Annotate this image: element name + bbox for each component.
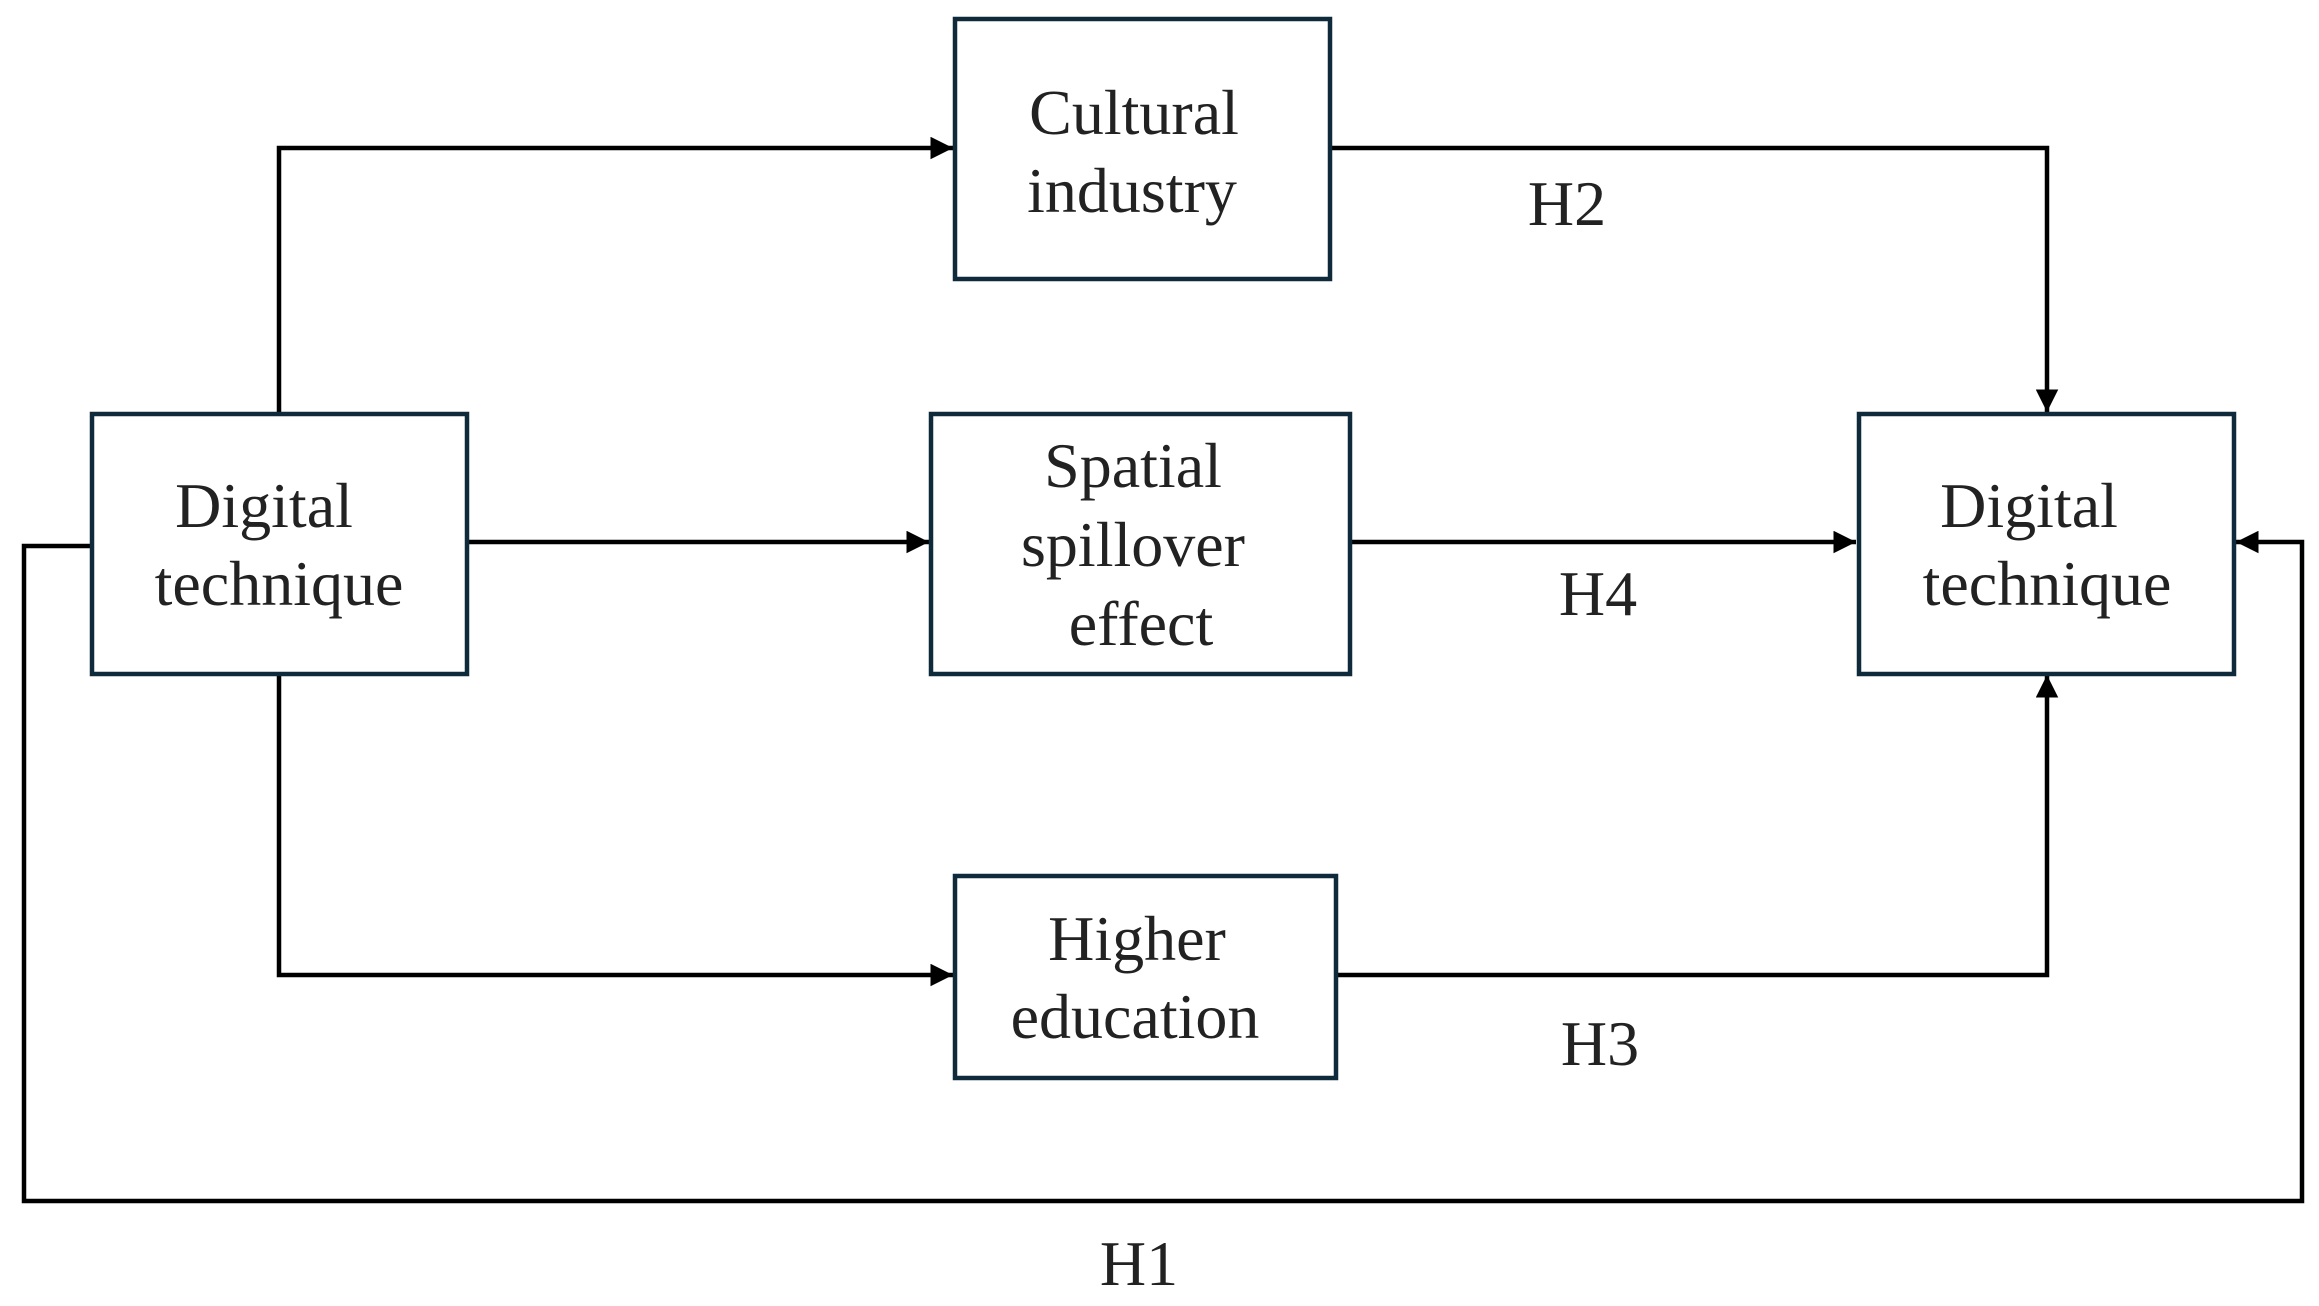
node-spatial-line-3: effect <box>1069 588 1214 659</box>
node-cultural-line-2: industry <box>1027 155 1237 226</box>
arrow-source-to-cultural <box>276 136 953 412</box>
hypothesis-h3-label: H3 <box>1561 1008 1639 1079</box>
node-source-label: Digital technique <box>155 470 404 619</box>
hypothesis-h4-label: H4 <box>1559 558 1637 629</box>
node-cultural-label: Cultural industry <box>1027 77 1255 226</box>
node-source-box <box>89 411 470 677</box>
arrow-source-to-target-direct <box>21 530 2305 1204</box>
node-source-line-2: technique <box>155 548 404 619</box>
node-spatial-line-1: Spatial <box>1044 430 1222 501</box>
arrow-source-to-higher <box>276 674 953 987</box>
node-spatial-line-2: spillover <box>1021 509 1245 580</box>
node-cultural-line-1: Cultural <box>1029 77 1239 148</box>
node-target-box <box>1856 411 2237 677</box>
node-higher-box <box>952 873 1339 1081</box>
node-cultural-box <box>952 16 1333 282</box>
node-target-label: Digital technique <box>1923 470 2172 619</box>
node-target-line-1: Digital <box>1940 470 2118 541</box>
node-spatial-box <box>928 411 1353 677</box>
node-higher-line-1: Higher <box>1048 903 1226 974</box>
hypothesis-h2-label: H2 <box>1528 168 1606 239</box>
node-spatial-label: Spatial spillover effect <box>1021 430 1261 659</box>
hypothesis-h1-label: H1 <box>1100 1228 1178 1299</box>
node-higher-line-2: education <box>1011 981 1260 1052</box>
node-source-line-1: Digital <box>175 470 353 541</box>
node-target-line-2: technique <box>1923 548 2172 619</box>
node-higher-label: Higher education <box>1011 903 1260 1052</box>
arrow-cultural-to-target <box>1330 145 2059 412</box>
arrow-higher-to-target <box>1336 675 2059 978</box>
